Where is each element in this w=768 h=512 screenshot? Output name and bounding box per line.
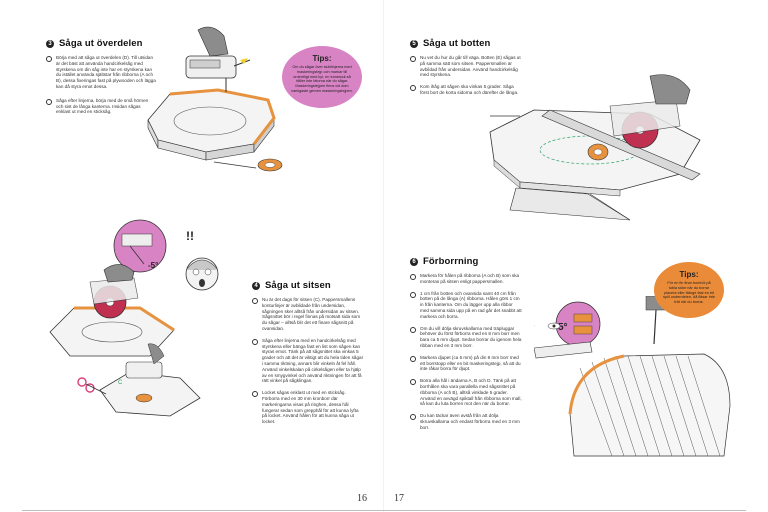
step-text: Nu vet du hur du går till väga. Botten (… [420, 55, 521, 78]
checkbox-icon[interactable] [410, 379, 416, 386]
tape-roll-illustration [135, 393, 153, 403]
drilling-slats-illustration: 5° [534, 296, 731, 457]
step-item: 1 cm från botten och ovansida samt 40 cm… [410, 291, 522, 320]
section-5: 5 Såga ut botten Nu vet du hur du går ti… [410, 38, 522, 96]
tip-text: Om du sågar över skärlinjerna med masker… [291, 65, 353, 93]
step-item: Du kan täckar även avstå från att dölja … [410, 413, 522, 430]
scissors-icon [77, 377, 107, 395]
slat-rack [568, 353, 731, 457]
left-page: 3 Såga ut överdelen Börja med att såga u… [46, 26, 367, 504]
step-text: Om du vill dölja skruvskallarna med träp… [420, 325, 522, 348]
tip-title: Tips: [679, 270, 699, 279]
section-number: 4 [252, 281, 260, 290]
section-title: Såga ut botten [423, 38, 491, 49]
angle-label: 5° [558, 322, 568, 333]
page-number-right: 17 [394, 493, 404, 504]
jigsaw-octagon-illustration [147, 26, 283, 172]
part-label-c: C [118, 380, 123, 386]
step-text: Börja med att såga ut överdelen (D). Til… [56, 55, 156, 89]
surprised-man-illustration [185, 257, 219, 291]
section-number: 5 [410, 39, 418, 48]
page-gutter [383, 0, 384, 512]
section-header: 3 Såga ut överdelen [46, 38, 156, 49]
section-header: 5 Såga ut botten [410, 38, 522, 49]
checkbox-icon[interactable] [252, 298, 258, 304]
bottom-rule [22, 510, 746, 511]
checkbox-icon[interactable] [252, 338, 258, 345]
step-text: Borra alla hål i ändarna A, B och D. Tän… [420, 378, 522, 407]
section-number: 3 [46, 39, 54, 48]
checkbox-icon[interactable] [410, 326, 416, 333]
tip-title: Tips: [312, 54, 332, 63]
checkbox-icon[interactable] [410, 56, 416, 62]
sawhorse-stand [509, 187, 631, 221]
jigsaw-tool [185, 26, 251, 92]
section-number: 6 [410, 257, 418, 266]
tip-bubble: Tips: För en fin finar bomhöl på tubla s… [654, 262, 724, 318]
section-3: 3 Såga ut överdelen Börja med att såga u… [46, 38, 156, 115]
checkbox-icon[interactable] [46, 98, 52, 105]
circular-saw-illustration: -5° !! [49, 219, 219, 417]
single-slat [534, 341, 593, 359]
step-text: Kom ihåg att sågen ska vinkas 5 grader. … [420, 84, 519, 95]
checkbox-icon[interactable] [410, 355, 416, 362]
tape-roll-illustration [587, 143, 609, 161]
circular-saw-tool [89, 264, 139, 319]
step-text: 1 cm från botten och ovansida samt 40 cm… [420, 290, 522, 319]
step-text: Såga efter linjerna med en handcirkelsåg… [262, 337, 364, 384]
step-item: Om du vill dölja skruvskallarna med träp… [410, 326, 522, 349]
angle-label: -5° [148, 261, 158, 270]
step-item: Markera djupet (ca 5 mm) på din 8 mm bor… [410, 355, 522, 372]
octagon-board [147, 88, 276, 161]
right-page: 5 Såga ut botten Nu vet du hur du går ti… [384, 0, 768, 512]
angle-badge: 5° [555, 301, 601, 347]
section-4: 4 Såga ut sitsen Nu är det dags för sits… [252, 280, 364, 425]
section-title: Förborrning [423, 256, 479, 267]
seat-board [49, 306, 175, 357]
step-item: Nu vet du hur du går till väga. Botten (… [410, 55, 522, 78]
checkbox-icon[interactable] [46, 56, 52, 62]
eye-drawing [534, 322, 561, 330]
exclaim-text: !! [186, 229, 194, 243]
step-text: Locket sågas enklast ut med en sticksåg.… [262, 390, 359, 425]
section-header: 4 Såga ut sitsen [252, 280, 364, 291]
checkbox-icon[interactable] [410, 414, 416, 421]
checkbox-icon[interactable] [410, 291, 416, 298]
step-item: Markera för hålen på ribborna (A och B) … [410, 273, 522, 285]
step-item: Börja med att såga ut överdelen (D). Til… [46, 55, 156, 90]
bottom-board-saw-illustration [489, 74, 701, 221]
guide-rail [541, 109, 701, 181]
tip-text: För en fin finar bomhöl på tubla sidor n… [663, 281, 715, 305]
step-item: Borra alla hål i ändarna A, B och D. Tän… [410, 378, 522, 407]
section-6: 6 Förborrning Markera för hålen på ribbo… [410, 256, 522, 431]
section-header: 6 Förborrning [410, 256, 522, 267]
step-text: Nu är det dags för sitsen (C). Pappersma… [262, 297, 361, 331]
tip-bubble: Tips: Om du sågar över skärlinjerna med … [282, 46, 362, 108]
step-text: Markera för hålen på ribborna (A och B) … [420, 273, 520, 284]
section-title: Såga ut sitsen [265, 280, 331, 291]
step-item: Såga efter linjerna, börja med de små hö… [46, 98, 156, 115]
step-text: Du kan täckar även avstå från att dölja … [420, 413, 520, 430]
tape-roll-illustration [213, 158, 283, 172]
step-item: Såga efter linjerna med en handcirkelsåg… [252, 338, 364, 384]
step-item: Nu är det dags för sitsen (C). Pappersma… [252, 297, 364, 332]
checkbox-icon[interactable] [252, 391, 258, 398]
lower-board-jigsaw [99, 343, 201, 417]
checkbox-icon[interactable] [410, 85, 416, 92]
circular-saw-tool [609, 74, 691, 149]
step-item: Locket sågas enklast ut med en sticksåg.… [252, 390, 364, 425]
magnifier-badge: -5° [113, 219, 167, 273]
step-text: Såga efter linjerna, börja med de små hö… [56, 97, 149, 115]
section-title: Såga ut överdelen [59, 38, 143, 49]
step-text: Markera djupet (ca 5 mm) på din 8 mm bor… [420, 354, 521, 372]
step-item: Kom ihåg att sågen ska vinkas 5 grader. … [410, 84, 522, 96]
checkbox-icon[interactable] [410, 274, 416, 280]
page-number-left: 16 [357, 493, 367, 504]
